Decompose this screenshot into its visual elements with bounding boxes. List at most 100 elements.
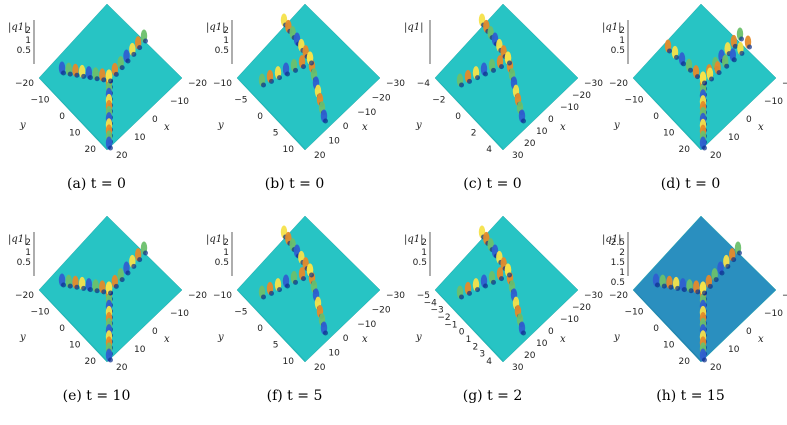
y-tick-label: −10 <box>625 96 644 106</box>
y-axis-label: y <box>19 120 26 131</box>
z-axis-label: |q1| <box>8 234 28 245</box>
x-tick-label: −20 <box>372 305 391 315</box>
y-tick-label: −10 <box>625 308 644 318</box>
x-tick-label: 30 <box>512 363 524 373</box>
x-tick-label: 10 <box>536 339 548 349</box>
x-tick-label: 0 <box>343 122 349 132</box>
soliton-ridge <box>652 273 707 296</box>
x-axis-label: x <box>758 122 764 133</box>
z-tick-label: 1 <box>223 248 229 258</box>
z-axis-label: |q1| <box>206 22 226 33</box>
x-axis-label: x <box>164 122 170 133</box>
x-tick-label: 0 <box>548 115 554 125</box>
surface-shade <box>435 78 503 150</box>
x-tick-label: 20 <box>116 363 128 373</box>
x-tick-label: 10 <box>728 133 740 143</box>
soliton-ridge <box>664 39 707 86</box>
y-tick-label: 20 <box>679 145 691 155</box>
y-tick-label: 10 <box>69 341 81 351</box>
z-tick-label: 1 <box>25 248 31 258</box>
y-axis-label: y <box>613 120 620 131</box>
panel-caption: (b) t = 0 <box>264 176 325 192</box>
y-tick-label: −5 <box>234 308 247 318</box>
x-tick-label: 0 <box>152 327 158 337</box>
z-axis-label: |q1| <box>404 234 424 245</box>
y-axis-label: y <box>217 332 224 343</box>
soliton-ridge <box>258 51 314 88</box>
y-tick-label: 4 <box>486 145 492 155</box>
soliton-ridge <box>456 51 512 88</box>
y-tick-label: −5 <box>417 291 430 301</box>
y-tick-label: 3 <box>479 350 485 360</box>
x-tick-label: 30 <box>512 151 524 161</box>
x-tick-label: 0 <box>746 115 752 125</box>
y-tick-label: −10 <box>31 308 50 318</box>
soliton-ridge <box>699 241 742 296</box>
soliton-ridge <box>105 241 148 296</box>
z-tick-label: 1.5 <box>611 258 625 268</box>
z-axis-label: |q1| <box>8 22 28 33</box>
z-tick-label: 2 <box>619 26 625 36</box>
y-tick-label: −10 <box>213 291 232 301</box>
y-tick-label: −20 <box>609 291 628 301</box>
z-tick-label: 2 <box>619 248 625 258</box>
y-tick-label: −20 <box>609 79 628 89</box>
x-tick-label: 20 <box>314 151 326 161</box>
y-tick-label: −4 <box>424 298 438 308</box>
z-tick-label: 0.5 <box>611 46 625 56</box>
x-tick-label: −10 <box>764 309 783 319</box>
y-tick-label: −1 <box>444 320 457 330</box>
y-tick-label: −10 <box>213 79 232 89</box>
y-tick-label: −2 <box>432 96 445 106</box>
x-tick-label: −30 <box>584 79 603 89</box>
y-tick-label: 0 <box>257 324 263 334</box>
y-tick-label: 0 <box>653 324 659 334</box>
y-tick-label: 10 <box>283 145 295 155</box>
y-tick-label: 20 <box>85 145 97 155</box>
panel-caption: (d) t = 0 <box>660 176 721 192</box>
y-tick-label: −10 <box>31 96 50 106</box>
z-axis-label: |q1| <box>602 22 622 33</box>
panel-caption: (e) t = 10 <box>62 388 131 404</box>
y-tick-label: −20 <box>15 79 34 89</box>
x-tick-label: 0 <box>152 115 158 125</box>
panel-caption: (f) t = 5 <box>266 388 323 404</box>
panel-caption: (a) t = 0 <box>67 176 126 192</box>
x-tick-label: −10 <box>764 97 783 107</box>
z-tick-label: 1 <box>421 248 427 258</box>
z-tick-label: 2.5 <box>611 238 625 248</box>
y-tick-label: 0 <box>59 112 65 122</box>
z-tick-label: 1 <box>619 268 625 278</box>
soliton-ridge <box>478 13 512 66</box>
x-tick-label: −30 <box>386 291 405 301</box>
z-axis-label: |q1| <box>602 234 622 245</box>
z-tick-label: 2 <box>25 238 31 248</box>
x-tick-label: 10 <box>328 137 340 147</box>
x-tick-label: 20 <box>710 363 722 373</box>
x-axis-label: x <box>164 334 170 345</box>
surface-shade <box>237 78 305 150</box>
y-tick-label: 20 <box>85 357 97 367</box>
z-tick-label: 0.5 <box>215 46 229 56</box>
soliton-ridge <box>706 35 752 82</box>
z-tick-label: 2 <box>223 26 229 36</box>
x-axis-label: x <box>362 334 368 345</box>
y-tick-label: −2 <box>437 313 450 323</box>
surface-plane <box>236 215 381 363</box>
z-tick-label: 0.5 <box>413 258 427 268</box>
y-axis-label: y <box>19 332 26 343</box>
y-tick-label: 10 <box>69 129 81 139</box>
y-tick-label: 0 <box>455 112 461 122</box>
y-tick-label: 0 <box>59 324 65 334</box>
x-tick-label: 20 <box>710 151 722 161</box>
y-axis-label: y <box>415 120 422 131</box>
x-tick-label: −10 <box>357 320 376 330</box>
